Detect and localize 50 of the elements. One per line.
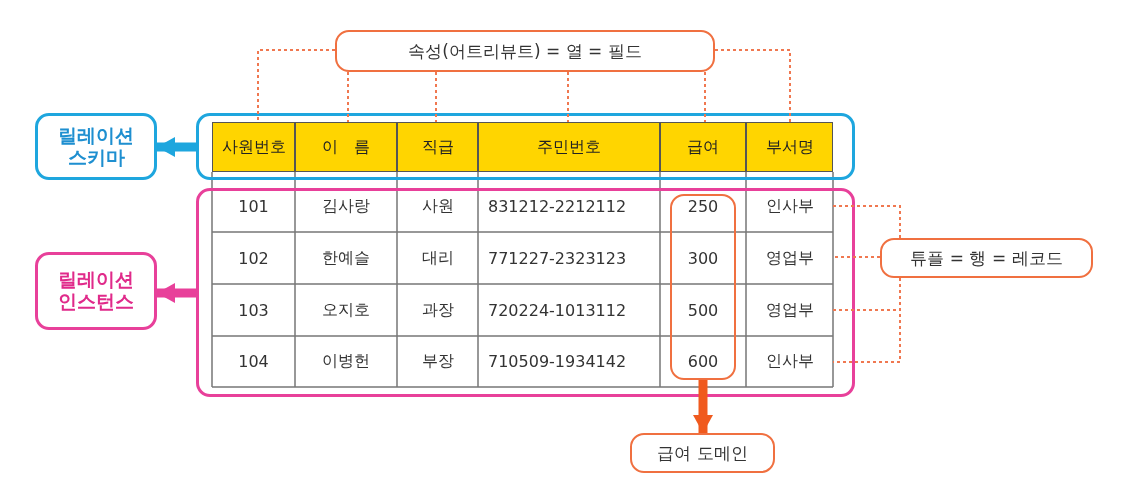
leader-line [435, 71, 437, 123]
resident-number: 771227-2323123 [488, 248, 627, 268]
department-value: 영업부 [746, 284, 833, 336]
leader-line [714, 49, 791, 123]
callout-box: 속성(어트리뷰트) = 열 = 필드 [335, 30, 715, 72]
department-value: 인사부 [746, 180, 833, 232]
employee-name: 한예슬 [322, 247, 370, 269]
leader-line [347, 71, 349, 123]
column-header: 직급 [397, 122, 478, 172]
employee-number: 104 [238, 352, 269, 371]
leader-line [832, 205, 901, 239]
arrow [157, 137, 196, 157]
domain-outline [670, 194, 736, 380]
callout-box: 튜플 = 행 = 레코드 [880, 238, 1093, 278]
department-value: 인사부 [746, 336, 833, 387]
employee-name: 오지호 [322, 299, 370, 321]
arrow [693, 380, 713, 433]
leader-line [832, 256, 881, 258]
leader-line [257, 49, 336, 123]
employee-number: 101 [238, 196, 269, 216]
job-title: 부장 [421, 351, 454, 372]
instance-label: 릴레이션 인스턴스 [35, 252, 157, 330]
job-title: 과장 [421, 299, 454, 321]
column-header: 사원번호 [212, 122, 295, 172]
salary-value: 250 [687, 196, 719, 216]
column-header: 이 름 [295, 122, 397, 172]
leader-line [704, 71, 706, 123]
salary-value: 500 [687, 300, 719, 320]
employee-number: 103 [238, 300, 269, 320]
employee-number: 102 [238, 248, 269, 268]
job-title: 사원 [421, 195, 454, 217]
instance-frame [196, 188, 855, 397]
callout-box: 급여 도메인 [630, 433, 775, 473]
salary-value: 300 [687, 248, 719, 268]
salary-value: 600 [687, 352, 719, 371]
resident-number: 831212-2212112 [488, 196, 627, 216]
job-title: 대리 [421, 247, 454, 269]
column-header: 부서명 [746, 122, 833, 172]
column-header: 주민번호 [478, 122, 660, 172]
column-header: 급여 [660, 122, 746, 172]
leader-line [832, 277, 901, 363]
leader-line [567, 71, 569, 123]
department-value: 영업부 [746, 232, 833, 284]
schema-frame [196, 113, 855, 180]
arrow [157, 283, 196, 303]
schema-label: 릴레이션 스키마 [35, 113, 157, 180]
employee-name: 이병헌 [322, 351, 370, 372]
resident-number: 720224-1013112 [488, 300, 627, 320]
employee-name: 김사랑 [322, 195, 370, 217]
resident-number: 710509-1934142 [488, 352, 627, 371]
